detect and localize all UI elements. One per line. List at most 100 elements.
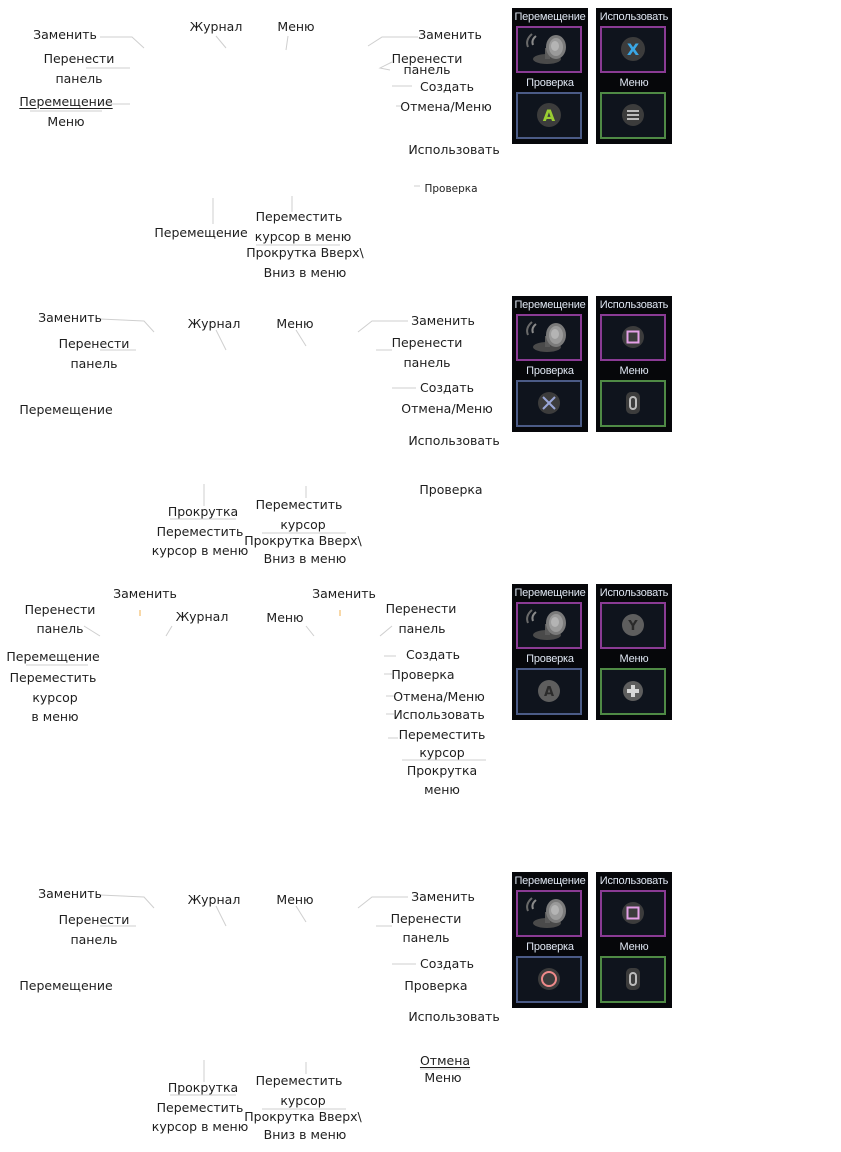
label-journal: Журнал — [175, 609, 229, 624]
label-journal: Журнал — [187, 316, 241, 331]
label-check: Проверка — [404, 978, 468, 993]
label-create: Создать — [420, 956, 474, 971]
analog-stick-icon — [526, 609, 566, 640]
label-menu-left: Меню — [47, 114, 85, 129]
panel-title-check: Проверка — [526, 941, 574, 953]
nintendo-plus-button-icon — [623, 681, 643, 701]
panel-title-movement: Перемещение — [514, 299, 586, 311]
label-move-panel-right: Перенести — [391, 51, 463, 66]
leader-lines — [26, 610, 486, 761]
panel-title-check: Проверка — [526, 653, 574, 665]
label-move-panel-right: Перенести — [391, 335, 463, 350]
nintendo-y-button-icon: Y — [622, 614, 644, 636]
label-create: Создать — [420, 79, 474, 94]
label-move-panel-right-2: панель — [402, 930, 450, 945]
label-use: Использовать — [393, 707, 485, 722]
panel-title-menu: Меню — [619, 941, 649, 953]
label-move-panel-2: панель — [55, 71, 103, 86]
label-move-panel-right-2: панель — [398, 621, 446, 636]
label-move-panel-right-2: панель — [403, 62, 451, 77]
label-scroll: Прокрутка — [406, 763, 478, 778]
label-move-panel: Перенести — [58, 336, 130, 351]
layout-section-2: Заменить Перенести панель Перемещение Жу… — [0, 288, 841, 576]
label-move-cursor-right-2: курсор — [280, 517, 326, 532]
label-movement: Перемещение — [19, 94, 113, 109]
label-move-panel: Перенести — [24, 602, 96, 617]
label-move-cursor-2: курсор в меню — [151, 543, 249, 558]
playstation-square-button-icon — [622, 326, 644, 348]
label-move-cursor-right: Переместить — [398, 727, 486, 742]
label-create: Создать — [420, 380, 474, 395]
slot-movement — [516, 26, 582, 73]
label-move-cursor-right: Переместить — [255, 1073, 343, 1088]
label-move-cursor-right: Переместить — [255, 497, 343, 512]
label-cancel-menu: Отмена/Меню — [401, 401, 493, 416]
label-swap-right: Заменить — [411, 313, 475, 328]
playstation-options-button-icon — [626, 968, 640, 990]
label-move-panel: Перенести — [43, 51, 115, 66]
label-movement-bottom: Перемещение — [154, 225, 248, 240]
label-swap-right: Заменить — [411, 889, 475, 904]
panel-title-menu: Меню — [619, 365, 649, 377]
analog-stick-icon — [526, 897, 566, 928]
playstation-circle-button-icon — [538, 968, 560, 990]
label-move-panel-2: панель — [70, 932, 118, 947]
svg-text:Y: Y — [627, 619, 638, 634]
playstation-options-button-icon — [626, 392, 640, 414]
label-scroll: Прокрутка Вверх\ — [246, 245, 364, 260]
label-move-panel-right: Перенести — [385, 601, 457, 616]
label-move-cursor: Переместить — [9, 670, 97, 685]
label-move-cursor-right-2: курсор — [419, 745, 465, 760]
slot-use: Y — [600, 602, 666, 649]
leader-lines — [99, 318, 416, 534]
panel-title-check: Проверка — [526, 77, 574, 89]
slot-check — [516, 380, 582, 427]
xbox-a-button-icon: A — [537, 103, 561, 127]
slot-menu — [600, 956, 666, 1003]
label-move-cursor-3: в меню — [31, 709, 79, 724]
slot-movement — [516, 314, 582, 361]
controller-panel-movement: Перемещение Проверка A — [512, 584, 588, 720]
label-journal: Журнал — [189, 19, 243, 34]
slot-use — [600, 314, 666, 361]
label-swap: Заменить — [113, 586, 177, 601]
label-use: Использовать — [408, 433, 500, 448]
label-swap: Заменить — [38, 886, 102, 901]
label-move-panel: Перенести — [58, 912, 130, 927]
panel-title-menu: Меню — [619, 77, 649, 89]
label-cancel-menu: Отмена/Меню — [400, 99, 492, 114]
label-cancel-menu: Отмена/Меню — [393, 689, 485, 704]
slot-menu — [600, 380, 666, 427]
label-menu-bottom: Меню — [424, 1070, 462, 1085]
label-cancel: Отмена — [419, 1053, 471, 1068]
label-journal: Журнал — [187, 892, 241, 907]
label-check: Проверка — [419, 482, 483, 497]
svg-text:A: A — [544, 685, 554, 700]
label-move-panel-2: панель — [70, 356, 118, 371]
slot-check: A — [516, 92, 582, 139]
analog-stick-icon — [526, 33, 566, 64]
panel-title-use: Использовать — [599, 587, 669, 599]
label-move-cursor-2: курсор в меню — [254, 229, 352, 244]
label-scroll-right-2: Вниз в меню — [263, 551, 347, 566]
panel-title-use: Использовать — [599, 299, 669, 311]
playstation-square-button-icon — [622, 902, 644, 924]
slot-use — [600, 890, 666, 937]
analog-stick-icon — [526, 321, 566, 352]
svg-text:X: X — [627, 40, 640, 59]
label-movement: Перемещение — [19, 978, 113, 993]
panel-title-use: Использовать — [599, 875, 669, 887]
label-move-panel-right: Перенести — [390, 911, 462, 926]
label-swap: Заменить — [33, 27, 97, 42]
label-menu: Меню — [276, 316, 314, 331]
controller-panel-movement: Перемещение Проверка A — [512, 8, 588, 144]
label-scroll-2: Вниз в меню — [263, 265, 347, 280]
playstation-cross-button-icon — [538, 392, 560, 414]
label-movement: Перемещение — [6, 649, 100, 664]
label-scroll-right: Прокрутка Вверх\ — [244, 533, 362, 548]
slot-movement — [516, 602, 582, 649]
panel-title-movement: Перемещение — [514, 587, 586, 599]
label-move-panel-right-2: панель — [403, 355, 451, 370]
label-movement: Перемещение — [19, 402, 113, 417]
label-scroll: Прокрутка — [167, 1080, 239, 1095]
